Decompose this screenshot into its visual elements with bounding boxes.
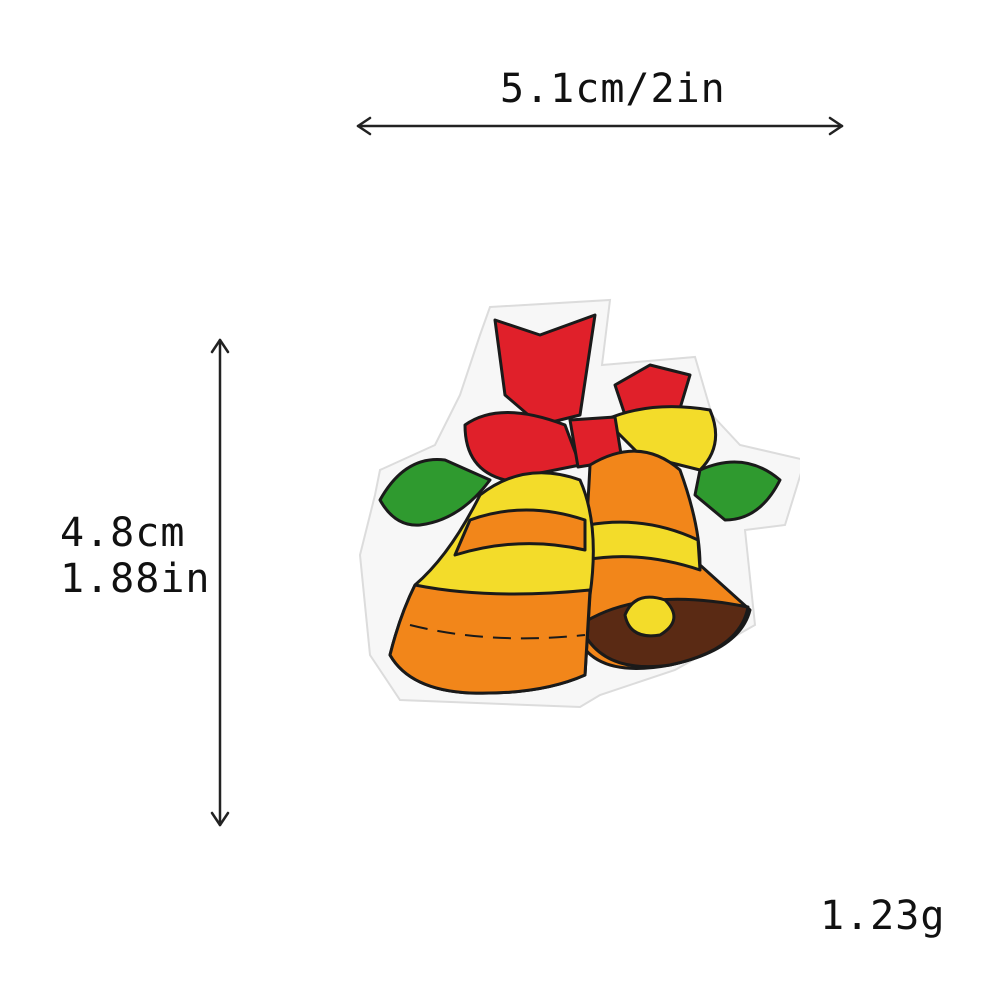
- bow-loop-left: [463, 411, 582, 482]
- height-in-text: 1.88in: [60, 556, 211, 602]
- left-bell-lip-stripe: [409, 624, 586, 640]
- height-dimension-label: 4.8cm 1.88in: [60, 510, 211, 602]
- bow-loop-right: [603, 405, 718, 472]
- right-bell-band: [583, 520, 702, 572]
- right-leaf: [693, 460, 782, 522]
- left-leaf: [378, 458, 492, 527]
- christmas-bells-patch-icon: [358, 298, 800, 709]
- height-cm-text: 4.8cm: [60, 510, 186, 556]
- weight-label: 1.23g: [820, 893, 946, 939]
- height-arrow: [210, 338, 230, 827]
- left-bell-band-upper: [453, 508, 587, 557]
- width-arrow: [356, 116, 844, 136]
- bow-left-ribbon: [493, 313, 597, 427]
- width-dimension-label: 5.1cm/2in: [500, 66, 726, 112]
- right-bell-clapper: [623, 595, 676, 638]
- left-bell-lip: [388, 583, 592, 695]
